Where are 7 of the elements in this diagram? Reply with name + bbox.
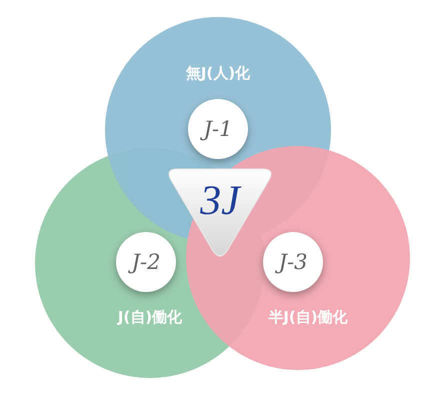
center-label: 3J xyxy=(199,177,242,225)
category-label: 無J(人)化 xyxy=(186,64,250,83)
step-circle xyxy=(263,232,323,292)
category-label: 半J(自)働化 xyxy=(268,308,348,327)
step-circle xyxy=(116,232,176,292)
step-circle xyxy=(188,99,248,159)
category-label: J(自)働化 xyxy=(118,308,182,327)
